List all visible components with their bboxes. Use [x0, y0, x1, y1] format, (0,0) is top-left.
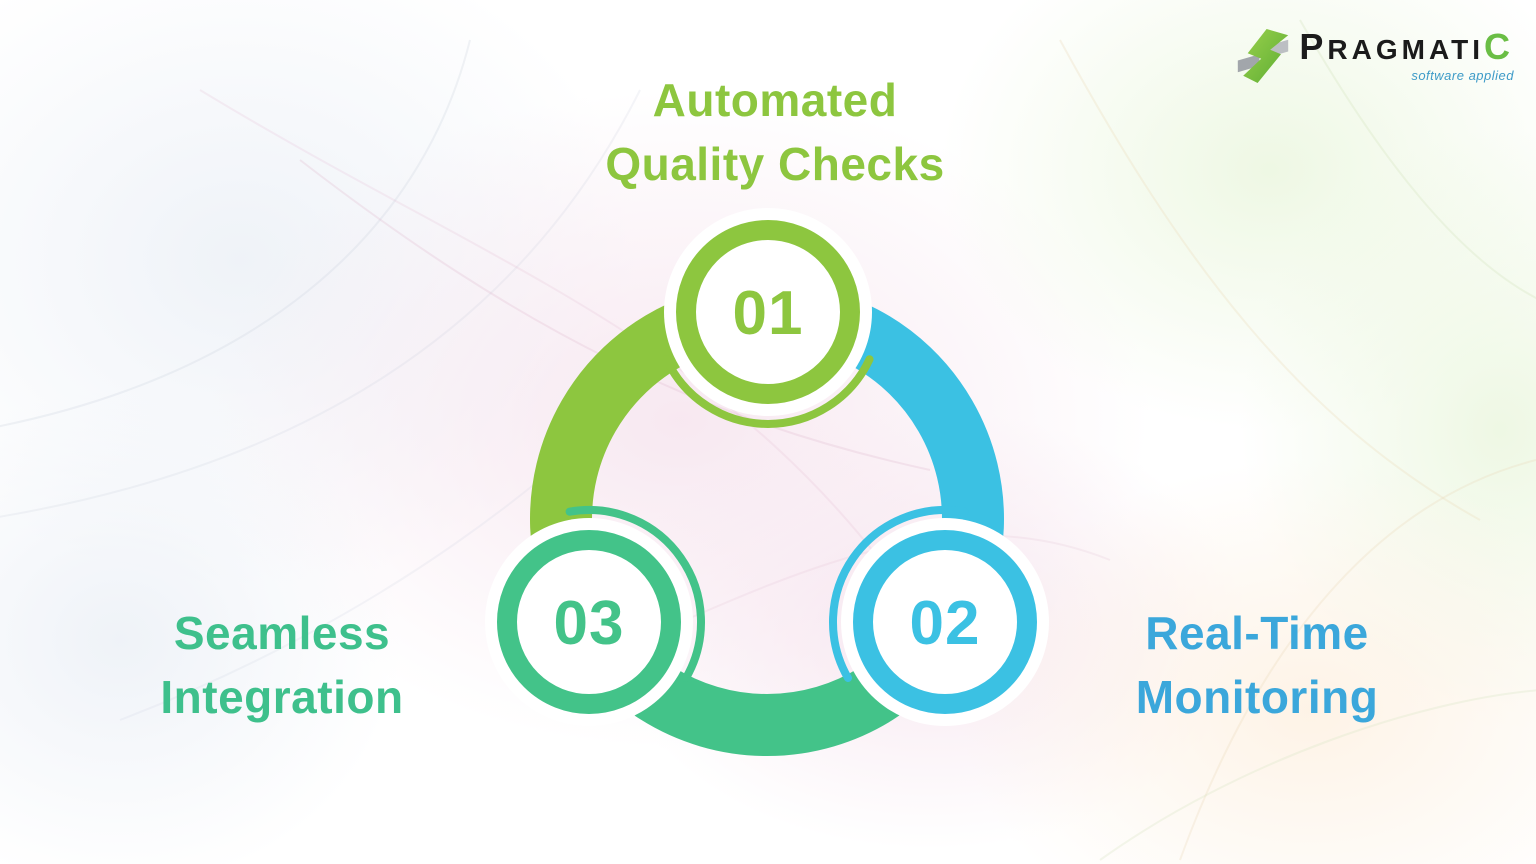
- label-line: Automated: [652, 74, 898, 126]
- bg-wash: [960, 460, 1536, 864]
- logo-icon-bolt: [1243, 29, 1289, 83]
- label-line: Quality Checks: [605, 138, 945, 190]
- node-01: 01: [662, 208, 874, 428]
- node-02-ring: [853, 530, 1037, 714]
- label-line: Seamless: [173, 607, 391, 659]
- node-01-number: 01: [733, 279, 804, 348]
- logo-tagline: software applied: [1411, 67, 1514, 83]
- logo-letter-p: P: [1299, 25, 1328, 67]
- node-03: 03: [485, 506, 705, 726]
- label-seamless-integration: Seamless Integration: [22, 601, 542, 729]
- node-02-number: 02: [910, 589, 981, 658]
- label-line: Integration: [160, 671, 404, 723]
- node-03-ring: [497, 530, 681, 714]
- label-line: Monitoring: [1135, 671, 1379, 723]
- logo-letters-mid: RAGMATI: [1327, 33, 1484, 65]
- pragmatic-logo-icon: [1238, 29, 1289, 83]
- label-line: Real-Time: [1145, 607, 1369, 659]
- node-03-accent-arc: [565, 506, 705, 682]
- bg-mesh-lines: [0, 19, 1536, 861]
- node-01-accent-arc: [662, 355, 874, 428]
- node-03-number: 03: [554, 589, 625, 658]
- node-01-ring: [676, 220, 860, 404]
- logo-letter-c: C: [1484, 25, 1514, 67]
- label-real-time-monitoring: Real-Time Monitoring: [997, 601, 1517, 729]
- logo-icon-gray-slab-left: [1238, 54, 1260, 73]
- node-02-accent-arc: [829, 506, 969, 682]
- label-automated-quality-checks: Automated Quality Checks: [515, 68, 1035, 196]
- node-02: 02: [829, 506, 1049, 726]
